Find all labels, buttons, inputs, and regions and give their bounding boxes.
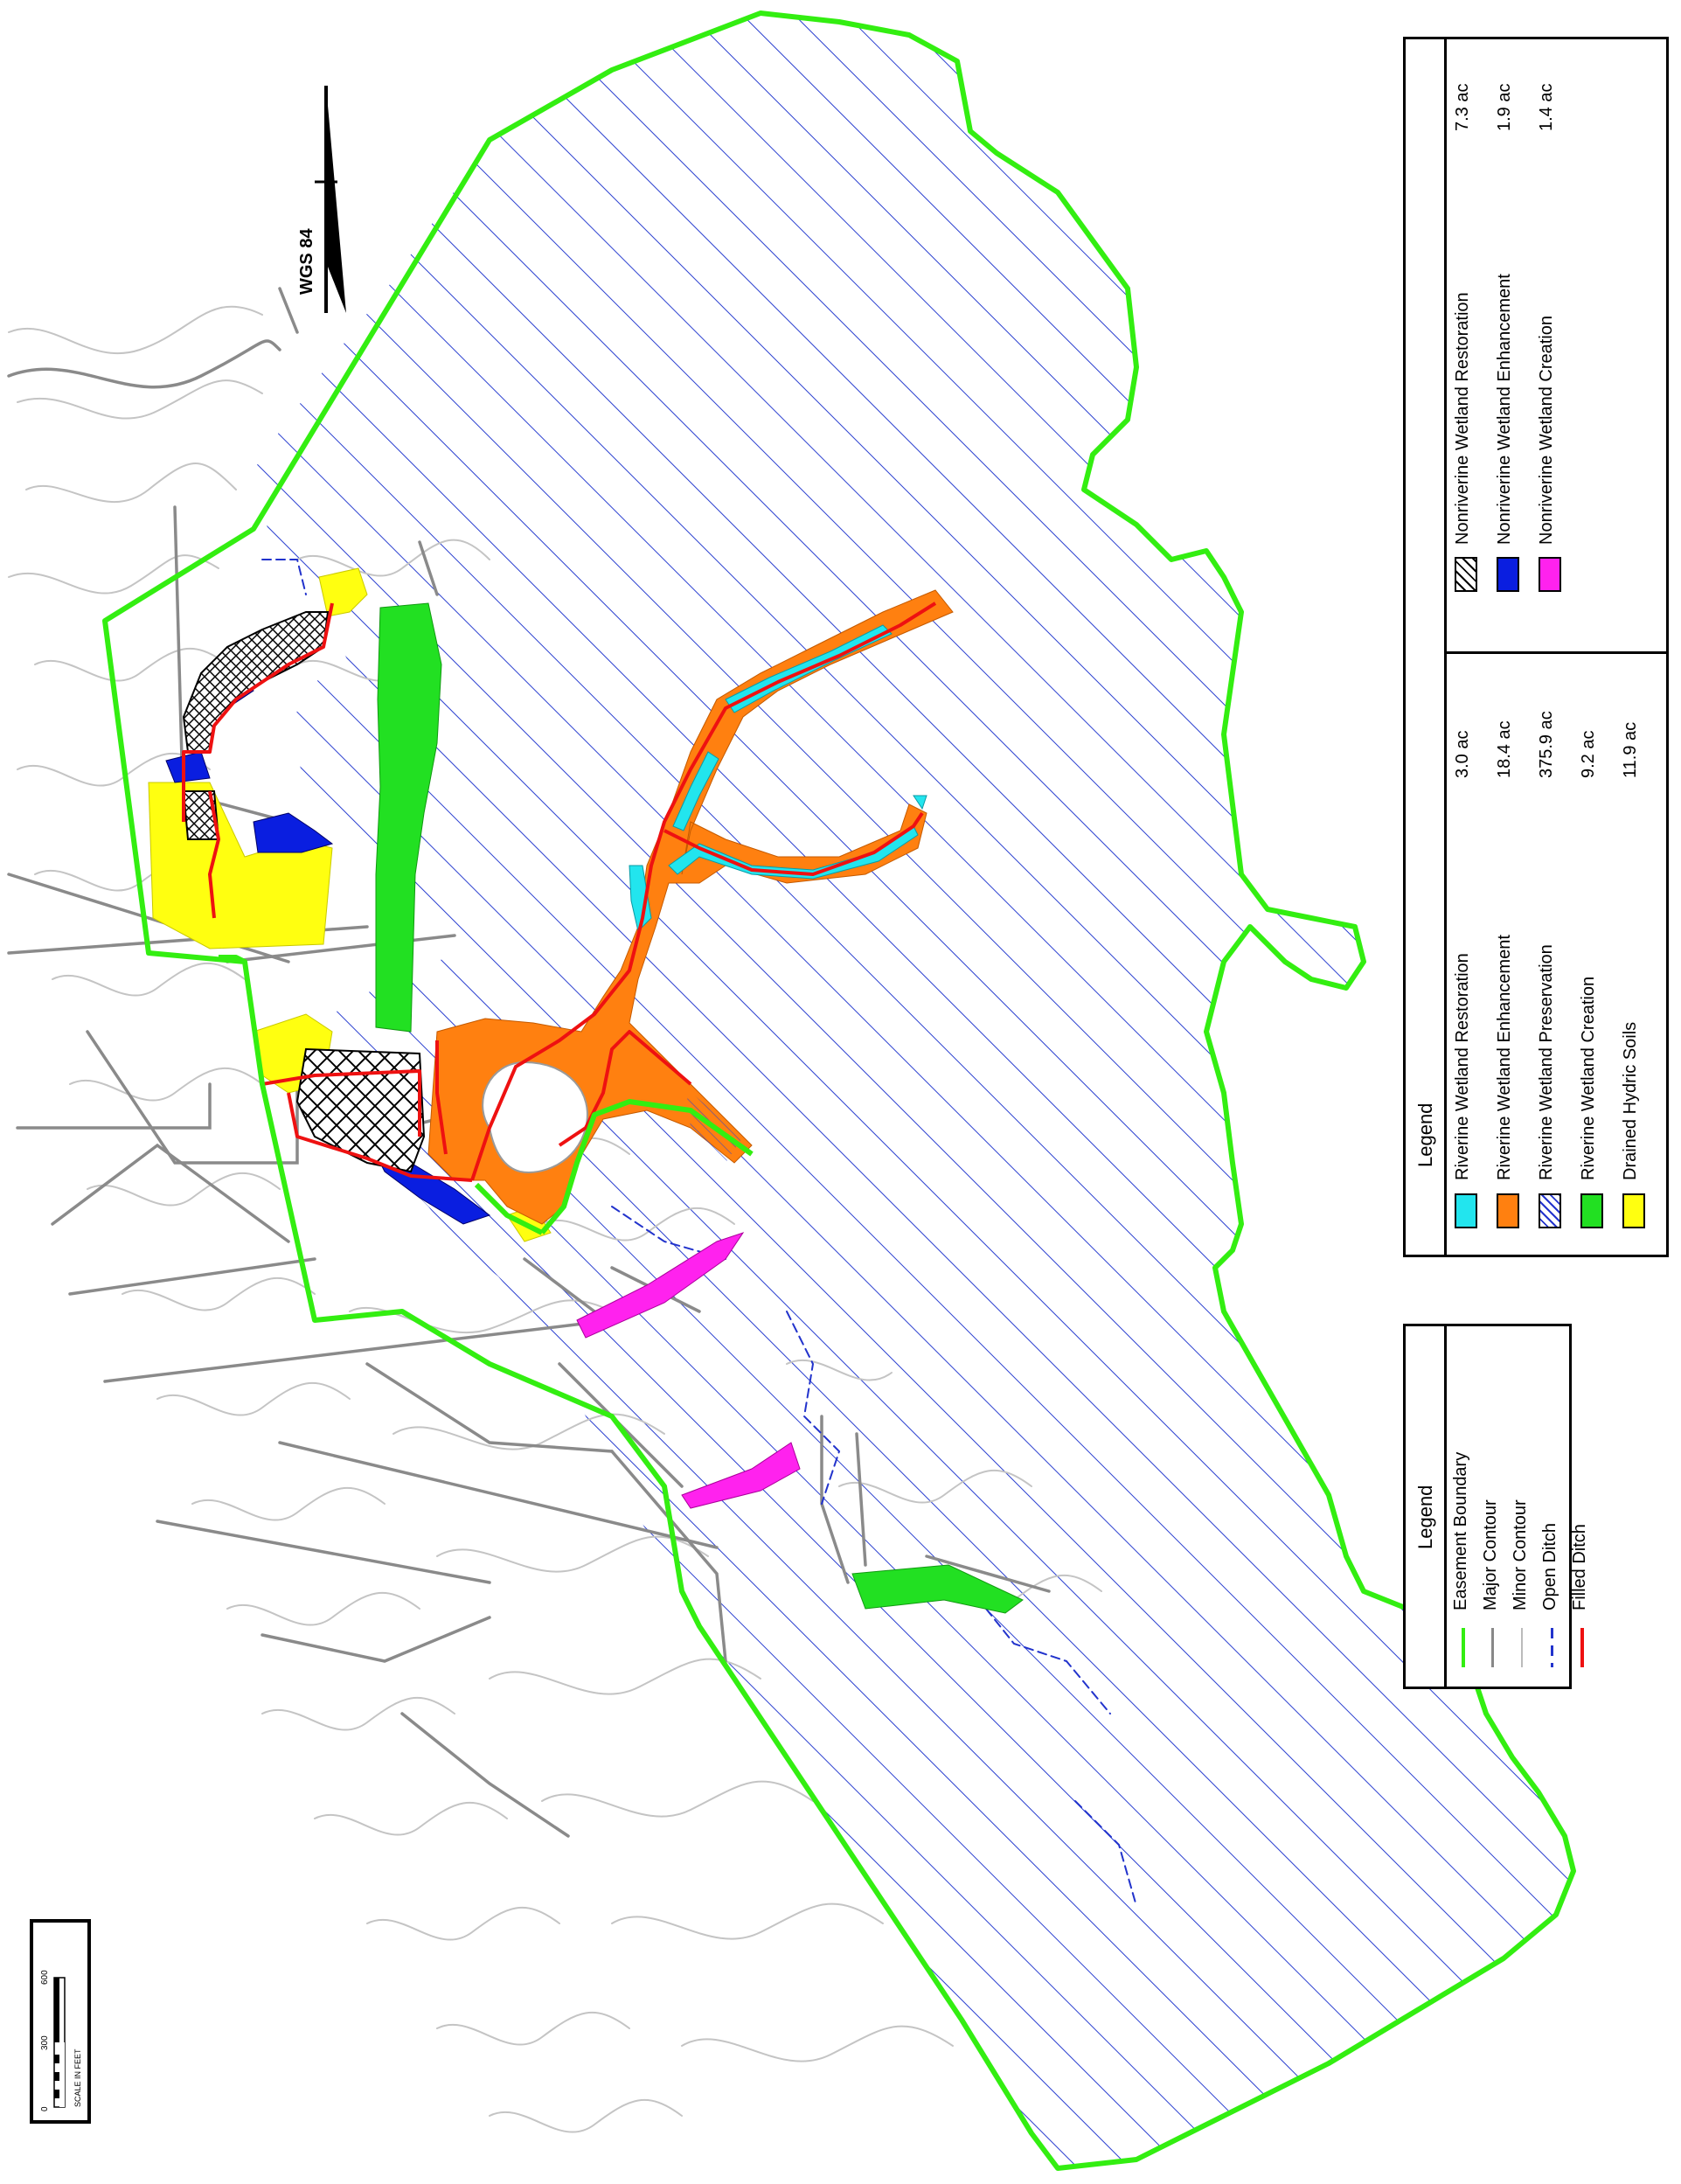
swatch [1497, 557, 1519, 592]
legend-area-value: 3.0 ac [1453, 730, 1472, 778]
swatch [1580, 1193, 1603, 1228]
legend-area-label: Nonriverine Wetland Restoration [1453, 292, 1472, 545]
legend-area-value: 9.2 ac [1579, 730, 1598, 778]
legend-area-value: 1.4 ac [1537, 83, 1556, 131]
preservation-area [245, 13, 1573, 2168]
swatch [1622, 1193, 1645, 1228]
north-arrow-label: WGS 84 [297, 228, 316, 295]
scale-tick-0: 0 [40, 2106, 50, 2111]
easement-boundary [102, 10, 1576, 2171]
legend-area-value: 1.9 ac [1495, 83, 1514, 131]
legend-lines: Legend Easement Boundary Major Contour M… [1403, 1324, 1589, 1689]
legend-area-label: Nonriverine Wetland Enhancement [1495, 274, 1514, 545]
filled-ditches [182, 602, 937, 1182]
north-arrow-icon [315, 86, 346, 313]
swatch [1497, 1193, 1519, 1228]
swatch [1539, 557, 1561, 592]
legend-area-value: 7.3 ac [1453, 83, 1472, 131]
scale-bar-graphic [30, 1919, 91, 2124]
legend-area-label: Drained Hydric Soils [1621, 1021, 1640, 1180]
legend-area-label: Nonriverine Wetland Creation [1537, 316, 1556, 545]
legend-area-label: Riverine Wetland Restoration [1453, 953, 1472, 1180]
nonriverine-wetland-creation [576, 1232, 801, 1509]
legend-line-label: Easement Boundary [1451, 1451, 1470, 1610]
legend-line-label: Major Contour [1481, 1499, 1500, 1610]
scale-tick-300: 300 [40, 2035, 50, 2050]
legend-area-value: 375.9 ac [1537, 711, 1556, 778]
scale-tick-600: 600 [40, 1970, 50, 1985]
legend-area-value: 18.4 ac [1495, 720, 1514, 778]
legend-area-label: Riverine Wetland Preservation [1537, 944, 1556, 1180]
riverine-wetland-creation [375, 602, 1024, 1614]
legend-area-value: 11.9 ac [1621, 721, 1640, 778]
legend-lines-title: Legend [1414, 1485, 1436, 1549]
scale-bar-label: SCALE IN FEET [73, 2048, 82, 2107]
topo-contours [7, 287, 1137, 2133]
legend-line-label: Open Ditch [1540, 1522, 1559, 1610]
legend-line-label: Minor Contour [1511, 1499, 1530, 1610]
legend-area-label: Riverine Wetland Enhancement [1495, 935, 1514, 1180]
riverine-wetland-enhancement [427, 589, 954, 1225]
legend-areas: Legend Riverine Wetland Restoration 3.0 … [1403, 37, 1669, 1257]
swatch [1455, 557, 1477, 592]
swatch [1539, 1193, 1561, 1228]
legend-line-label: Filled Ditch [1570, 1524, 1589, 1610]
legend-areas-title: Legend [1414, 1102, 1436, 1167]
legend-area-label: Riverine Wetland Creation [1579, 976, 1598, 1180]
swatch [1455, 1193, 1477, 1228]
